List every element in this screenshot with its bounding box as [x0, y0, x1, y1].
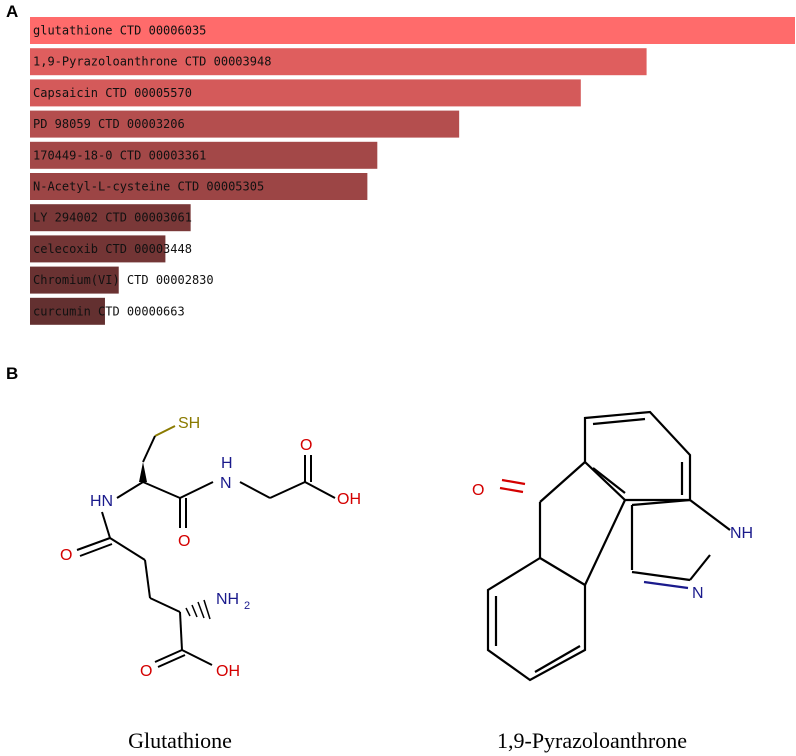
atom-o-amide2: O	[60, 547, 72, 564]
bar-label-1: 1,9-Pyrazoloanthrone CTD 00003948	[33, 55, 271, 69]
atom-nh: NH	[730, 525, 753, 542]
atom-o-amide1: O	[178, 533, 190, 550]
atom-sh: SH	[178, 415, 200, 432]
atom-nh2: NH	[216, 591, 239, 608]
bar-label-2: Capsaicin CTD 00005570	[33, 86, 192, 100]
bar-7	[30, 235, 166, 263]
bar-2	[30, 79, 581, 107]
glutathione-bonds	[76, 425, 336, 668]
bar-label-6: LY 294002 CTD 00003061	[33, 211, 192, 225]
bar-6	[30, 204, 191, 232]
bar-3	[30, 110, 460, 138]
bar-label-7: celecoxib CTD 00003448	[33, 242, 192, 256]
atom-n: N	[692, 585, 704, 602]
bar-label-9: curcumin CTD 00000663	[33, 304, 185, 318]
atom-h: H	[221, 455, 233, 472]
bar-4	[30, 141, 378, 169]
glutathione-structure: SH HN H N O O OH O NH 2 O OH	[60, 415, 361, 680]
bar-9	[30, 297, 105, 325]
bar-label-3: PD 98059 CTD 00003206	[33, 117, 185, 131]
bar-label-8: Chromium(VI) CTD 00002830	[33, 273, 214, 287]
pyrazoloanthrone-structure: O NH N	[472, 410, 753, 682]
bar-label-4: 170449-18-0 CTD 00003361	[33, 148, 206, 162]
bar-8	[30, 266, 119, 294]
atom-oh-acid2: OH	[216, 663, 240, 680]
panel-label-a: A	[6, 2, 19, 21]
panel-label-b: B	[6, 364, 19, 383]
bar-label-5: N-Acetyl-L-cysteine CTD 00005305	[33, 180, 264, 194]
bar-5	[30, 173, 368, 200]
atom-o-acid1: O	[300, 437, 312, 454]
atom-o-ketone: O	[472, 482, 484, 499]
glutathione-hash-bond	[185, 599, 211, 620]
bar-0	[30, 17, 795, 44]
atom-hn: HN	[90, 493, 113, 510]
atom-o-acid2: O	[140, 663, 152, 680]
bar-chart: glutathione CTD 00006035 1,9-Pyrazoloanth…	[30, 17, 795, 325]
bar-label-0: glutathione CTD 00006035	[33, 24, 206, 38]
pyrazoloanthrone-caption: 1,9-Pyrazoloanthrone	[497, 728, 687, 753]
pyrazoloanthrone-bonds	[486, 410, 731, 682]
bar-1	[30, 48, 647, 76]
atom-oh-acid1: OH	[337, 491, 361, 508]
atom-n: N	[220, 475, 232, 492]
atom-nh2-subscript: 2	[244, 600, 250, 612]
glutathione-caption: Glutathione	[128, 728, 232, 753]
